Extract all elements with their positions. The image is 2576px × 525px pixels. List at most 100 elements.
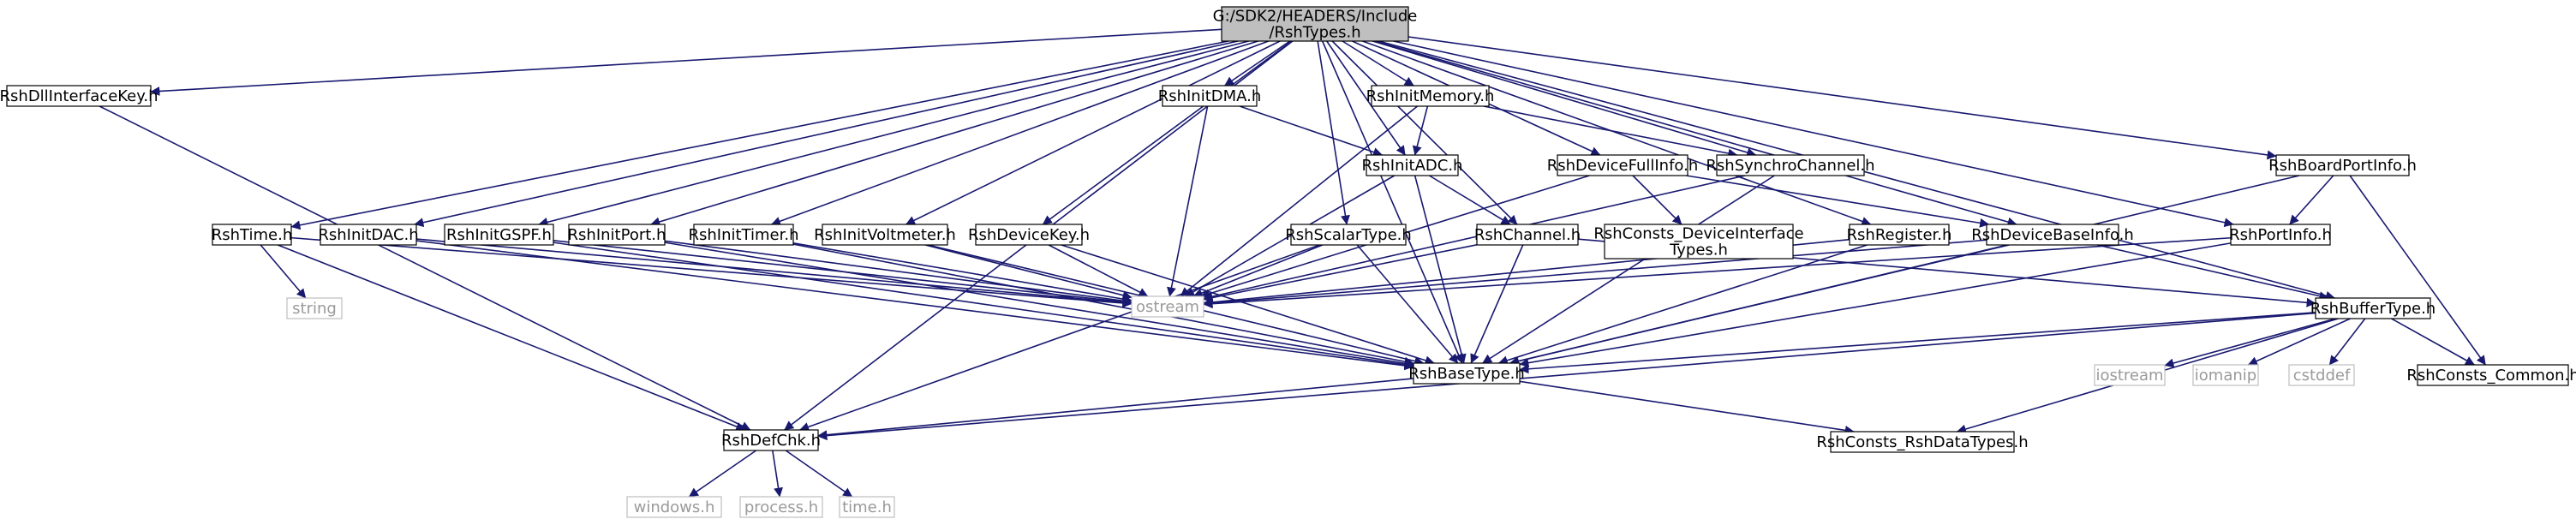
node-box-rsh-buffer-type: [2315, 297, 2431, 319]
node-label-cstddef: cstddef: [2293, 367, 2351, 385]
node-box-rsh-init-port: [568, 224, 666, 246]
node-ostream: ostream: [1131, 295, 1204, 318]
node-box-rsh-init-dma: [1162, 85, 1258, 107]
node-box-rsh-channel: [1476, 224, 1579, 246]
edge-rsh-types-to-rsh-init-adc: [1326, 40, 1406, 156]
node-label-rsh-base-type: RshBaseType.h: [1408, 365, 1525, 383]
edge-rsh-buffer-type-to-rsh-consts-common: [2391, 318, 2475, 366]
node-label-rsh-init-gspf: RshInitGSPF.h: [446, 226, 552, 244]
edge-rsh-types-to-rsh-init-gspf: [538, 40, 1249, 227]
node-label-ostream: ostream: [1136, 298, 1199, 316]
edge-rsh-dll-interface-key-to-rsh-def-chk: [99, 105, 751, 431]
node-rsh-device-base-info[interactable]: RshDeviceBaseInfo.h: [1971, 224, 2134, 246]
node-box-time-h: [839, 496, 895, 518]
node-label-rsh-init-dac: RshInitDAC.h: [318, 226, 418, 244]
edge-rsh-init-gspf-to-rsh-base-type: [553, 242, 1414, 370]
node-label-iostream: iostream: [2095, 367, 2163, 385]
edge-rsh-def-chk-to-windows-h: [688, 450, 757, 498]
node-process-h: process.h: [739, 496, 823, 518]
edge-rsh-device-base-info-to-rsh-buffer-type: [2097, 244, 2329, 301]
edge-rsh-buffer-type-to-rsh-base-type: [1519, 312, 2316, 374]
node-box-rsh-init-memory: [1371, 85, 1490, 107]
node-rsh-init-memory[interactable]: RshInitMemory.h: [1366, 85, 1495, 107]
node-rsh-init-dac[interactable]: RshInitDAC.h: [318, 224, 419, 246]
node-box-rsh-init-timer: [693, 224, 794, 246]
node-label-time-h: time.h: [842, 498, 892, 516]
edge-rsh-time-to-rsh-def-chk: [278, 244, 746, 432]
node-label-rsh-init-dma: RshInitDMA.h: [1158, 87, 1262, 105]
edge-rsh-device-base-info-to-rsh-base-type: [1509, 244, 2010, 366]
node-box-cstddef: [2288, 364, 2355, 386]
node-rsh-init-port[interactable]: RshInitPort.h: [568, 224, 666, 246]
node-rsh-init-voltmeter[interactable]: RshInitVoltmeter.h: [814, 224, 956, 246]
node-label-string: string: [292, 300, 337, 318]
node-rsh-consts-rsh-data-types[interactable]: RshConsts_RshDataTypes.h: [1816, 431, 2029, 453]
node-rsh-board-port-info[interactable]: RshBoardPortInfo.h: [2268, 154, 2417, 176]
node-label-rsh-time: RshTime.h: [212, 226, 292, 244]
node-rsh-device-full-info[interactable]: RshDeviceFullInfo.h: [1547, 154, 1699, 176]
node-rsh-init-adc[interactable]: RshInitADC.h: [1362, 154, 1463, 176]
edge-rsh-def-chk-to-process-h: [772, 450, 784, 498]
node-label-rsh-def-chk: RshDefChk.h: [721, 432, 821, 450]
node-time-h: time.h: [839, 496, 895, 518]
edge-rsh-types-to-rsh-board-port-info: [1408, 36, 2277, 160]
node-label-rsh-synchro-channel: RshSynchroChannel.h: [1706, 157, 1874, 175]
node-rsh-types[interactable]: G:/SDK2/HEADERS/Include/RshTypes.h: [1213, 6, 1418, 42]
edge-rsh-port-info-to-rsh-base-type: [1519, 242, 2232, 368]
node-rsh-register[interactable]: RshRegister.h: [1847, 224, 1952, 246]
edge-rsh-buffer-type-to-cstddef: [2328, 318, 2366, 366]
edge-rsh-device-full-info-to-rsh-consts-device-interface-types: [1632, 175, 1682, 225]
node-box-rsh-init-adc: [1366, 154, 1459, 176]
edge-rsh-types-to-rsh-synchro-channel: [1372, 40, 1757, 158]
node-box-rsh-consts-rsh-data-types: [1830, 431, 2015, 453]
node-rsh-channel[interactable]: RshChannel.h: [1474, 224, 1581, 246]
edge-rsh-init-voltmeter-to-ostream: [924, 244, 1133, 301]
edge-rsh-time-to-ostream: [290, 236, 1133, 308]
node-rsh-device-key[interactable]: RshDeviceKey.h: [968, 224, 1090, 246]
edge-rsh-types-to-rsh-init-dac: [414, 40, 1239, 228]
node-label-rsh-consts-rsh-data-types: RshConsts_RshDataTypes.h: [1816, 433, 2028, 451]
edge-rsh-types-to-rsh-init-port: [650, 40, 1258, 227]
node-box-rsh-def-chk: [723, 429, 819, 451]
node-rsh-base-type[interactable]: RshBaseType.h: [1408, 362, 1525, 385]
edge-rsh-types-to-rsh-init-voltmeter: [905, 40, 1281, 225]
node-rsh-scalar-type[interactable]: RshScalarType.h: [1285, 224, 1412, 246]
edge-rsh-base-type-to-rsh-def-chk: [817, 378, 1414, 440]
node-rsh-buffer-type[interactable]: RshBufferType.h: [2310, 297, 2436, 319]
edge-rsh-init-dma-to-ostream: [1167, 105, 1209, 297]
edge-rsh-init-dac-to-ostream: [415, 238, 1133, 307]
edge-rsh-board-port-info-to-rsh-consts-common: [2349, 175, 2487, 366]
node-label-iomanip: iomanip: [2195, 367, 2256, 385]
edge-rsh-def-chk-to-time-h: [785, 450, 853, 498]
node-rsh-init-dma[interactable]: RshInitDMA.h: [1158, 85, 1262, 107]
node-string: string: [286, 297, 343, 319]
node-rsh-dll-interface-key[interactable]: RshDllInterfaceKey.h: [0, 85, 158, 107]
node-rsh-init-timer[interactable]: RshInitTimer.h: [689, 224, 799, 246]
edge-rsh-channel-to-ostream: [1203, 244, 1478, 302]
node-rsh-synchro-channel[interactable]: RshSynchroChannel.h: [1706, 154, 1875, 176]
edge-rsh-time-to-string: [260, 244, 307, 299]
node-rsh-init-gspf[interactable]: RshInitGSPF.h: [444, 224, 554, 246]
node-label-rsh-dll-interface-key: RshDllInterfaceKey.h: [0, 87, 158, 105]
node-rsh-def-chk[interactable]: RshDefChk.h: [721, 429, 821, 451]
edge-rsh-types-to-rsh-init-memory: [1342, 40, 1414, 87]
edge-rsh-scalar-type-to-ostream: [1192, 244, 1324, 298]
node-box-string: [286, 297, 343, 319]
node-label-rsh-init-port: RshInitPort.h: [568, 226, 666, 244]
node-box-iomanip: [2192, 364, 2259, 386]
node-label-rsh-channel: RshChannel.h: [1474, 226, 1581, 244]
edge-rsh-init-memory-to-rsh-synchro-channel: [1483, 105, 1738, 158]
node-box-windows-h: [626, 496, 722, 518]
edge-rsh-types-to-rsh-channel: [1331, 40, 1518, 225]
edge-rsh-init-adc-to-ostream: [1185, 175, 1396, 297]
edge-rsh-init-dac-to-rsh-base-type: [415, 240, 1414, 371]
edge-rsh-init-port-to-rsh-base-type: [664, 242, 1414, 368]
node-label-rsh-consts-device-interface-types: RshConsts_DeviceInterface: [1593, 225, 1803, 243]
node-rsh-consts-common[interactable]: RshConsts_Common.h: [2406, 364, 2576, 386]
node-rsh-time[interactable]: RshTime.h: [212, 224, 292, 246]
edge-rsh-scalar-type-to-rsh-base-type: [1356, 244, 1459, 364]
node-rsh-port-info[interactable]: RshPortInfo.h: [2229, 224, 2332, 246]
edge-rsh-init-dma-to-rsh-init-adc: [1239, 105, 1383, 157]
node-box-rsh-device-key: [975, 224, 1083, 246]
